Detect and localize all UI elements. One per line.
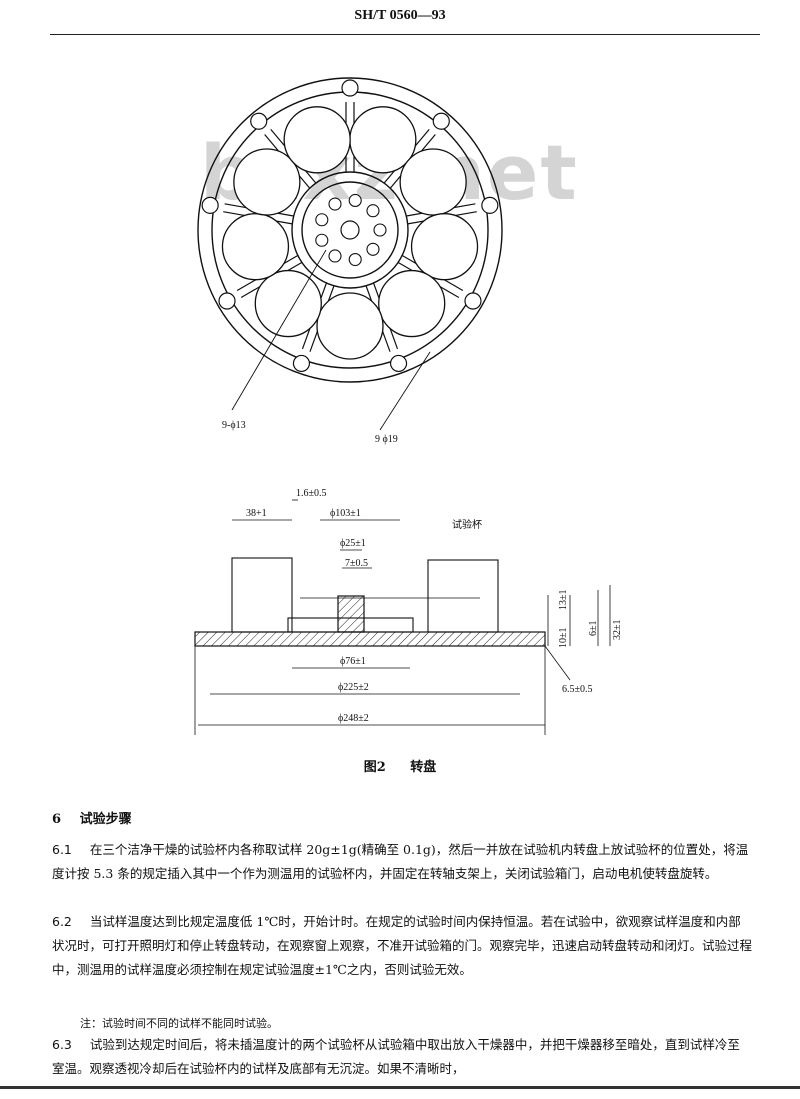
leader-cup-holes xyxy=(379,351,431,431)
cup-hole xyxy=(399,148,467,216)
section-number: 6 xyxy=(52,812,62,827)
hub-hole xyxy=(348,252,362,267)
hub-hole xyxy=(373,223,387,237)
small-hole xyxy=(201,196,219,214)
small-hole xyxy=(218,292,236,310)
label-small-holes: 9-ϕ13 xyxy=(222,420,246,431)
dim-left-offset: 38+1 xyxy=(246,508,267,519)
header-rule xyxy=(50,34,760,35)
hub-hole xyxy=(315,233,329,247)
hub-hole xyxy=(348,193,362,208)
leader-small-holes xyxy=(231,249,327,411)
dim-base-dia: ϕ76±1 xyxy=(340,656,366,667)
cup-hole xyxy=(221,213,290,281)
small-hole xyxy=(250,112,268,130)
hub-hole xyxy=(315,213,329,227)
dim-plate-dia: ϕ225±2 xyxy=(338,682,369,693)
note: 注：试验时间不同的试样不能同时试验。 xyxy=(80,1017,278,1030)
dim-inner-dia: ϕ103±1 xyxy=(330,508,361,519)
cup-hole xyxy=(283,106,351,174)
hub-holes xyxy=(315,193,387,267)
small-hole xyxy=(341,79,359,97)
dim-right-h2: 6±1 xyxy=(588,621,599,637)
left-cup-outline xyxy=(231,557,293,633)
hub-hole xyxy=(328,197,342,211)
figure-caption: 图2 转盘 xyxy=(0,756,800,775)
dim-hub-dia: ϕ25±1 xyxy=(340,538,366,549)
section-heading: 6 试验步骤 xyxy=(52,808,146,827)
small-hole xyxy=(481,196,499,214)
center-hole xyxy=(340,220,360,240)
small-hole xyxy=(389,354,408,373)
dim-gap: 1.6±0.5 xyxy=(296,488,327,499)
hub-section xyxy=(337,595,365,633)
document-header: SH/T 0560—93 xyxy=(354,8,446,23)
hub-hole xyxy=(366,242,380,256)
dim-right-h4: 10±1 xyxy=(558,628,569,649)
small-hole xyxy=(292,354,311,373)
cup-hole xyxy=(254,269,322,338)
paragraph-number: 6.2 xyxy=(52,914,72,929)
section-title: 试验步骤 xyxy=(79,812,132,827)
paragraph-text: 当试样温度达到比规定温度低 1℃时，开始计时。在规定的试验时间内保持恒温。若在试… xyxy=(52,914,753,977)
label-cup: 试验杯 xyxy=(452,518,482,531)
turntable-section-figure: 1.6±0.5 38+1 ϕ103±1 试验杯 ϕ25±1 7±0.5 ϕ76±… xyxy=(194,488,623,735)
paragraph-text: 试验到达规定时间后，将未插温度计的两个试验杯从试验箱中取出放入干燥器中，并把干燥… xyxy=(52,1037,740,1076)
small-holes xyxy=(201,79,499,373)
hub-hole xyxy=(328,249,342,263)
right-cup-outline xyxy=(427,559,499,633)
hub-inner xyxy=(301,181,399,279)
cup-hole xyxy=(410,213,479,281)
small-hole xyxy=(464,292,482,310)
small-hole xyxy=(432,112,450,130)
raised-ring xyxy=(287,617,414,633)
figure-title: 转盘 xyxy=(410,760,437,775)
dim-thickness: 6.5±0.5 xyxy=(562,684,593,695)
cup-hole xyxy=(233,148,301,216)
cup-hole xyxy=(378,269,446,338)
cup-holes xyxy=(221,106,479,360)
dim-right-h3: 32±1 xyxy=(612,620,623,641)
base-plate xyxy=(194,631,546,647)
cup-hole xyxy=(316,292,384,360)
bottom-rule xyxy=(0,1086,800,1089)
figure-number: 图2 xyxy=(363,760,386,775)
dim-right-h1: 13±1 xyxy=(558,590,569,611)
paragraph-number: 6.3 xyxy=(52,1037,72,1052)
paragraph-number: 6.1 xyxy=(52,842,72,857)
hub-hole xyxy=(366,204,380,218)
paragraph-text: 在三个洁净干燥的试验杯内各称取试样 20g±1g(精确至 0.1g)，然后一并放… xyxy=(52,842,749,881)
dim-hub-height: 7±0.5 xyxy=(345,558,368,569)
hub-outer xyxy=(291,171,409,289)
outer-rim xyxy=(197,77,503,383)
dim-outer-dia: ϕ248±2 xyxy=(338,713,369,724)
turntable-plan-figure: 9-ϕ13 9 ϕ19 xyxy=(197,77,503,445)
label-cup-holes: 9 ϕ19 xyxy=(375,434,398,445)
